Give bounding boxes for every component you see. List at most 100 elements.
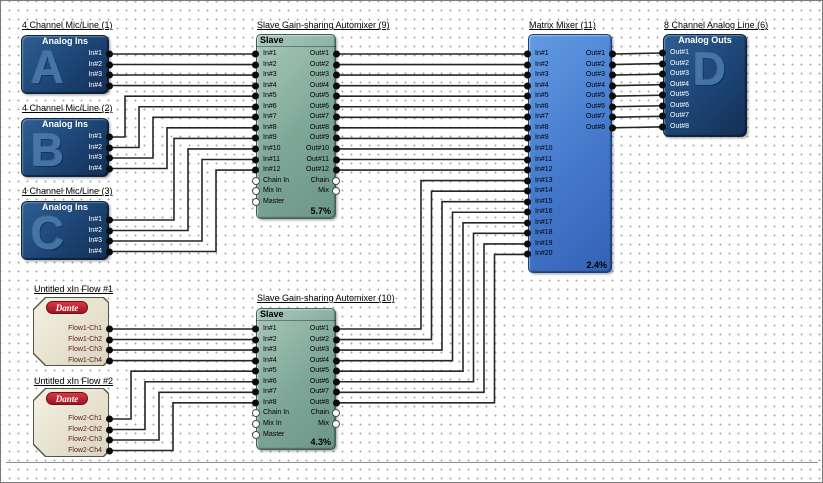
signal-port-dot[interactable] [524,92,531,100]
signal-port-dot[interactable] [524,124,531,132]
signal-port-dot[interactable] [659,81,666,89]
signal-port-dot[interactable] [524,240,531,248]
signal-port-dot[interactable] [659,49,666,57]
signal-port-dot[interactable] [106,71,113,79]
signal-port-dot[interactable] [524,250,531,258]
signal-port-dot[interactable] [524,177,531,185]
signal-port-dot[interactable] [252,50,259,58]
signal-port-dot[interactable] [524,187,531,195]
signal-port-dot[interactable] [252,166,259,174]
control-port-dot[interactable] [252,187,260,196]
signal-port-dot[interactable] [333,103,340,111]
control-port-dot[interactable] [252,419,260,428]
signal-port-dot[interactable] [333,92,340,100]
signal-port-dot[interactable] [252,156,259,163]
signal-port-dot[interactable] [659,60,666,68]
control-port-dot[interactable] [252,197,260,206]
signal-port-dot[interactable] [106,325,113,333]
signal-port-dot[interactable] [609,50,616,58]
signal-port-dot[interactable] [333,113,340,121]
signal-port-dot[interactable] [524,61,531,69]
signal-port-dot[interactable] [106,227,113,234]
signal-port-dot[interactable] [106,447,113,454]
signal-port-dot[interactable] [252,71,259,79]
signal-port-dot[interactable] [333,388,340,396]
signal-port-dot[interactable] [333,71,340,79]
signal-port-dot[interactable] [252,145,259,153]
signal-port-dot[interactable] [659,112,666,120]
signal-port-dot[interactable] [252,357,259,365]
signal-port-dot[interactable] [524,208,531,216]
wire-am10.right.6-to-mm.left.18[interactable] [336,243,528,394]
wire-mm.right.7-to-ao.left.7[interactable] [611,126,664,129]
wire-mm.right.1-to-ao.left.1[interactable] [611,62,664,66]
control-port-dot[interactable] [332,176,340,185]
signal-port-dot[interactable] [252,113,259,121]
signal-port-dot[interactable] [609,103,616,111]
wire-mm.right.4-to-ao.left.4[interactable] [611,94,664,97]
control-port-dot[interactable] [332,419,340,428]
signal-port-dot[interactable] [106,415,113,423]
signal-port-dot[interactable] [252,92,259,100]
wire-dante2.right.1-to-am10.left.5[interactable] [109,380,256,431]
signal-port-dot[interactable] [524,103,531,111]
signal-port-dot[interactable] [333,399,340,407]
signal-port-dot[interactable] [333,336,340,344]
wire-mm.right.0-to-ao.left.0[interactable] [611,52,664,55]
signal-port-dot[interactable] [106,50,113,58]
signal-port-dot[interactable] [106,165,113,172]
signal-port-dot[interactable] [524,219,531,227]
signal-port-dot[interactable] [524,198,531,206]
signal-port-dot[interactable] [609,61,616,69]
wire-am10.right.4-to-mm.left.16[interactable] [336,222,528,372]
wire-dante2.right.2-to-am10.left.6[interactable] [109,391,256,441]
signal-port-dot[interactable] [106,61,113,68]
signal-port-dot[interactable] [106,237,113,245]
signal-port-dot[interactable] [524,145,531,153]
signal-port-dot[interactable] [333,134,340,142]
signal-port-dot[interactable] [524,82,531,90]
signal-port-dot[interactable] [252,367,259,375]
signal-port-dot[interactable] [252,346,259,354]
wire-am10.right.2-to-mm.left.14[interactable] [336,200,528,351]
signal-port-dot[interactable] [333,82,340,90]
signal-port-dot[interactable] [609,82,616,90]
signal-port-dot[interactable] [106,346,113,354]
wire-mic3.right.0-to-am9.left.8[interactable] [109,137,256,221]
signal-port-dot[interactable] [106,248,113,255]
signal-port-dot[interactable] [252,124,259,132]
signal-port-dot[interactable] [106,216,113,224]
signal-port-dot[interactable] [252,378,259,386]
signal-port-dot[interactable] [524,134,531,142]
signal-port-dot[interactable] [609,71,616,79]
wire-am10.right.7-to-mm.left.19[interactable] [336,253,528,404]
signal-port-dot[interactable] [252,82,259,90]
signal-port-dot[interactable] [252,399,259,407]
signal-port-dot[interactable] [106,144,113,151]
signal-port-dot[interactable] [333,50,340,58]
signal-port-dot[interactable] [524,50,531,58]
wire-mic3.right.1-to-am9.left.9[interactable] [109,148,256,232]
signal-port-dot[interactable] [252,61,259,69]
control-port-dot[interactable] [252,176,260,185]
wire-mic2.right.1-to-am9.left.5[interactable] [109,105,256,149]
wire-mic2.right.3-to-am9.left.7[interactable] [109,127,256,170]
signal-port-dot[interactable] [659,123,666,131]
signal-port-dot[interactable] [333,367,340,375]
signal-port-dot[interactable] [333,357,340,365]
signal-port-dot[interactable] [106,133,113,141]
signal-port-dot[interactable] [333,166,340,174]
wire-mic2.right.0-to-am9.left.4[interactable] [109,95,256,138]
signal-port-dot[interactable] [609,113,616,121]
signal-port-dot[interactable] [252,336,259,344]
signal-port-dot[interactable] [659,70,666,78]
signal-port-dot[interactable] [252,325,259,333]
signal-port-dot[interactable] [609,92,616,100]
signal-port-dot[interactable] [524,71,531,79]
wire-am10.right.1-to-mm.left.13[interactable] [336,190,528,341]
